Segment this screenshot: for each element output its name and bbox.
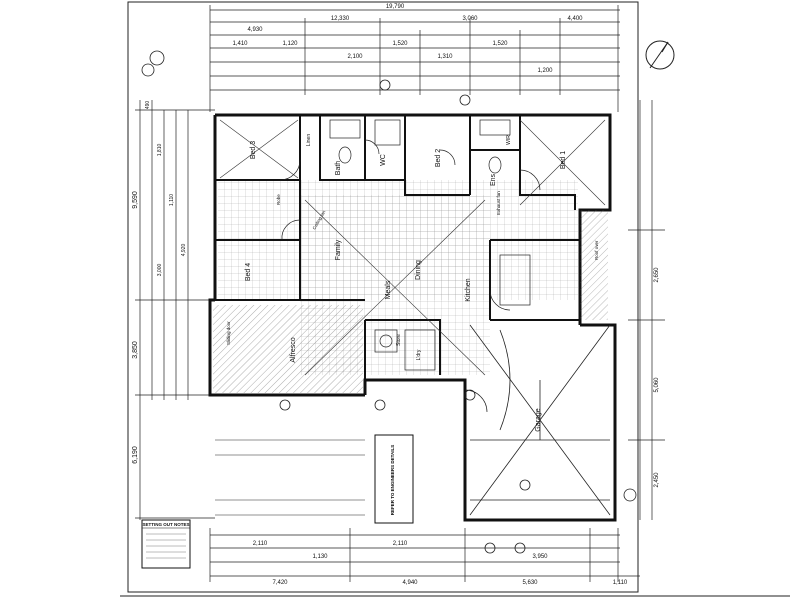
setting-out-legend: SETTING OUT NOTES <box>141 519 191 569</box>
room-wir: WIR <box>506 135 512 145</box>
room-linen: Linen <box>306 134 312 146</box>
bottom-small-3: 2,110 <box>393 541 408 547</box>
room-wc: WC <box>380 154 387 166</box>
left-dim-3: 6,190 <box>132 446 139 464</box>
right-dimension-lines <box>628 100 665 520</box>
top-dim-a1: 4,930 <box>247 27 263 33</box>
room-labels: Bed 3 Bed 2 Bed 1 Bed 4 Family Dining Al… <box>245 134 567 432</box>
room-bed1: Bed 1 <box>560 151 567 169</box>
top-dimension-lines <box>209 5 620 112</box>
room-kitchen: Kitchen <box>465 278 472 301</box>
overall-top-dim: 19,790 <box>386 4 405 10</box>
room-family: Family <box>335 239 342 260</box>
room-garage: Garage <box>535 408 542 431</box>
lower-left-dimension-lines <box>215 439 365 516</box>
top-small-3: 2,100 <box>347 54 363 60</box>
section-marker-group <box>279 79 637 554</box>
bottom-dimension-lines <box>209 528 640 582</box>
bed1-roof-lines <box>219 119 606 376</box>
top-dim-b1: 12,330 <box>331 16 350 22</box>
bottom-dim-1: 7,420 <box>272 580 288 586</box>
left-small-4: 3,000 <box>157 264 163 277</box>
bottom-small-4: 3,950 <box>532 554 548 560</box>
left-small-3: 1,110 <box>169 194 175 206</box>
alfresco-hatch <box>213 305 363 393</box>
right-dim-3: 2,450 <box>654 472 660 488</box>
room-bed4: Bed 4 <box>245 263 252 281</box>
section-marker-icon <box>141 50 165 77</box>
room-laundry: L'dry <box>416 349 422 360</box>
bottom-dim-4: 1,110 <box>613 580 628 586</box>
bottom-dim-3: 5,630 <box>522 580 538 586</box>
setting-out-legend-text: SETTING OUT NOTES <box>142 522 189 527</box>
top-small-1: 1,410 <box>232 41 248 47</box>
room-bath: Bath <box>335 161 342 176</box>
right-dim-1: 2,650 <box>654 267 660 283</box>
right-dim-2: 5,060 <box>654 377 660 393</box>
note-robe: Robe <box>276 194 281 205</box>
left-small-2: 1,810 <box>157 144 163 157</box>
top-dim-a2: 3,060 <box>462 16 478 22</box>
left-dimension-text: 9,590 3,850 6,190 490 1,810 1,110 3,000 … <box>132 101 187 464</box>
top-small-6: 1,520 <box>492 41 508 47</box>
top-small-7: 1,200 <box>537 68 553 74</box>
engineers-note: REFER TO ENGINEERS DETAILS <box>374 434 414 524</box>
top-dim-a3: 4,400 <box>567 16 583 22</box>
left-small-5: 4,920 <box>181 244 187 257</box>
left-small-1: 490 <box>145 101 151 110</box>
room-bed2: Bed 2 <box>435 149 442 167</box>
room-alfresco: Alfresco <box>290 337 297 362</box>
internal-walls <box>210 115 580 380</box>
bottom-dim-2: 4,940 <box>402 580 418 586</box>
porch-hatch <box>580 210 608 320</box>
note-exhaust-fan: Exhaust fan <box>496 191 501 215</box>
sheet-border <box>127 1 639 593</box>
fixtures <box>329 119 531 371</box>
room-store: Store <box>396 334 402 346</box>
bottom-small-2: 1,130 <box>312 554 328 560</box>
bottom-small-1: 2,110 <box>253 541 268 547</box>
top-small-4: 1,520 <box>392 41 408 47</box>
garage-roof-lines <box>469 324 611 516</box>
north-arrow-icon <box>645 40 675 70</box>
room-ens: Ens <box>490 173 497 186</box>
door-swings <box>279 139 541 413</box>
left-dim-2: 3,850 <box>132 341 139 359</box>
right-dimension-text: 2,650 5,060 2,450 <box>654 267 660 488</box>
room-bed3: Bed 3 <box>250 141 257 159</box>
engineers-note-text: REFER TO ENGINEERS DETAILS <box>390 445 395 516</box>
bottom-dimension-text: 7,420 4,940 5,630 1,110 2,110 1,130 2,11… <box>253 541 628 586</box>
left-dimension-lines <box>135 100 215 520</box>
room-meals: Meals <box>385 280 392 299</box>
top-small-5: 1,310 <box>437 54 453 60</box>
top-small-2: 1,120 <box>282 41 298 47</box>
note-roof-over: Roof over <box>594 240 599 260</box>
room-dining: Dining <box>415 260 422 280</box>
note-sliding-door: Sliding door <box>226 321 231 345</box>
top-dimension-text: 19,790 4,930 3,060 4,400 12,330 1,410 1,… <box>232 4 583 74</box>
left-dim-1: 9,590 <box>132 191 139 209</box>
